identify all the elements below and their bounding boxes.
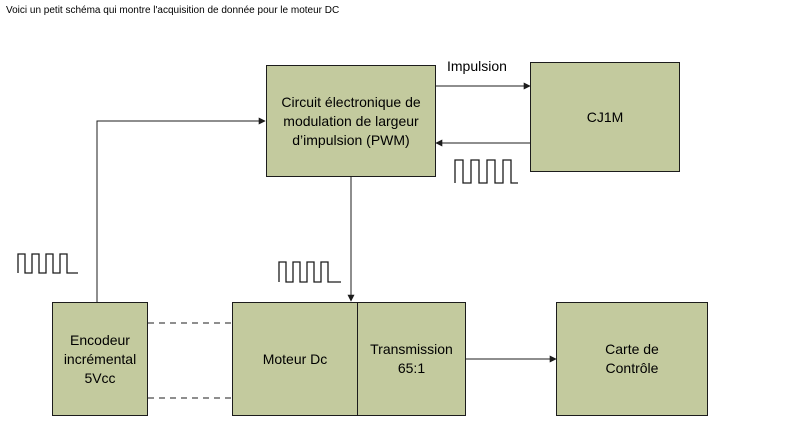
encoder-label-line-1: Encodeur — [70, 331, 130, 348]
transmission-box: Transmission 65:1 — [357, 302, 466, 416]
impulsion-label: Impulsion — [447, 58, 507, 74]
encoder-label-line-3: 5Vcc — [84, 369, 116, 386]
diagram-caption: Voici un petit schéma qui montre l'acqui… — [6, 5, 340, 16]
pulse-wave-symbol-motor — [278, 261, 341, 283]
transmission-label-line-2: 65:1 — [397, 360, 426, 376]
cj1m-box: CJ1M — [530, 62, 680, 172]
cj1m-label: CJ1M — [586, 108, 624, 125]
encoder-box: Encodeur incrémental 5Vcc — [52, 302, 148, 416]
pulse-wave-symbol-encoder — [17, 253, 78, 274]
control-card-label-line-2: Contrôle — [605, 360, 659, 376]
pwm-label-line-2: modulation de largeur — [283, 112, 419, 129]
encoder-label-line-2: incrémental — [63, 350, 137, 367]
pwm-circuit-box: Circuit électronique de modulation de la… — [266, 65, 436, 177]
pulse-wave-symbol-cj1m — [454, 159, 518, 184]
motor-label: Moteur Dc — [262, 350, 328, 367]
control-card-box: Carte de Contrôle — [556, 302, 708, 416]
transmission-label-line-1: Transmission — [370, 341, 453, 357]
pwm-label-line-3: d’impulsion (PWM) — [292, 131, 410, 148]
control-card-label-line-1: Carte de — [605, 341, 659, 357]
pwm-label-line-1: Circuit électronique de — [281, 93, 421, 110]
motor-box: Moteur Dc — [232, 302, 358, 416]
arrow-encoder-to-pwm — [96, 117, 266, 302]
